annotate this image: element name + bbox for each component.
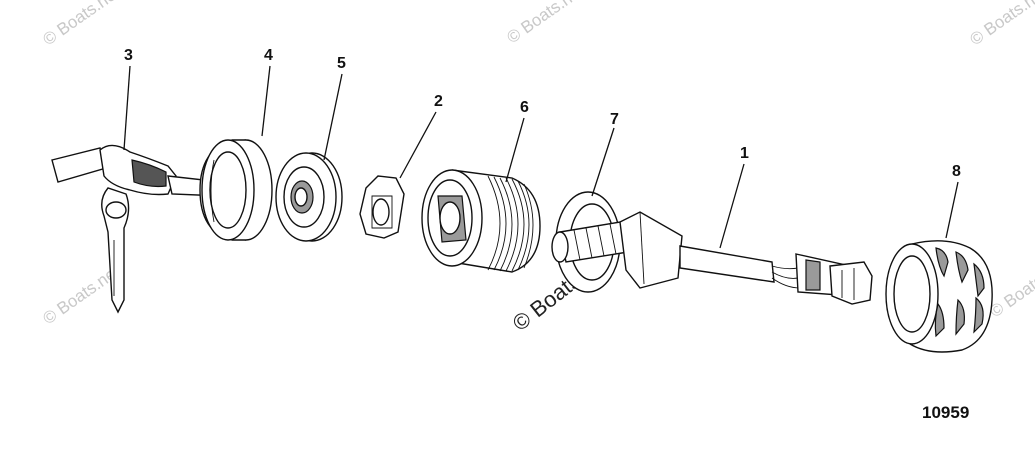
figure-number: 10959 — [922, 403, 969, 422]
leader-lines — [123, 65, 959, 249]
knurled-cap — [885, 240, 993, 353]
callouts: 3 4 5 2 6 7 1 8 — [124, 47, 961, 180]
key-with-tag — [51, 144, 232, 314]
callout-1: 1 — [740, 145, 749, 162]
bezel-ring — [199, 139, 273, 241]
callout-6: 6 — [520, 99, 529, 116]
leader-line-6 — [505, 117, 525, 183]
ignition-switch — [551, 211, 873, 305]
switch-housing — [421, 169, 541, 273]
callout-7: 7 — [610, 111, 619, 128]
leader-line-5 — [323, 73, 343, 161]
watermark-top-right: © Boats.net — [966, 0, 1035, 49]
watermark-top-left: © Boats.net — [39, 0, 123, 49]
callout-2: 2 — [434, 93, 443, 110]
hex-nut — [359, 175, 405, 239]
leader-line-7 — [591, 127, 615, 197]
leader-line-2 — [399, 111, 437, 179]
callout-8: 8 — [952, 163, 961, 180]
leader-line-4 — [261, 65, 271, 137]
callout-5: 5 — [337, 55, 346, 72]
leader-line-3 — [123, 65, 131, 151]
callout-3: 3 — [124, 47, 133, 64]
callout-4: 4 — [264, 47, 273, 64]
seal-washer — [275, 152, 343, 242]
leader-line-8 — [945, 181, 959, 239]
leader-line-1 — [719, 163, 745, 249]
watermark-bottom-right: © Boats.net — [986, 254, 1035, 321]
watermark-top-center: © Boats.net — [503, 0, 587, 47]
